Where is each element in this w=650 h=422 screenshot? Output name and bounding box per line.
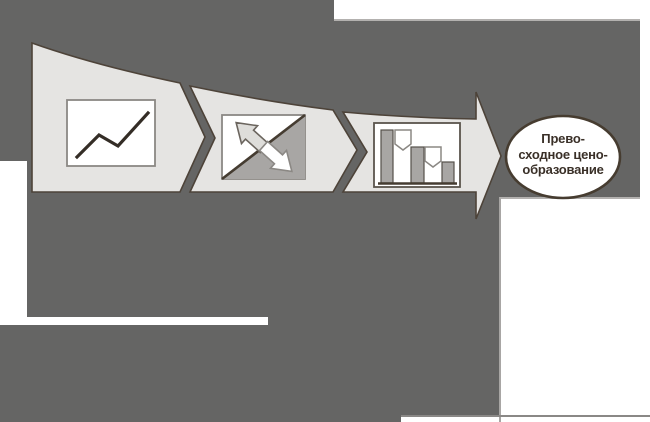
page-margin-bottom-sliver [401,417,499,422]
result-label-line-3: образование [522,162,604,177]
price-tag-2 [424,146,442,168]
line-chart-icon [66,99,156,167]
result-label-line-1: Прево- [541,131,585,146]
bar-3 [441,161,455,184]
bar-chart-price-tags-icon [373,122,461,188]
result-ellipse [504,114,622,200]
page-margin-right [640,19,650,422]
price-tag-1 [394,129,412,151]
arrow-down-right-icon [258,140,293,173]
page-margin-left [0,161,27,325]
arrow-up-left-icon [235,121,270,154]
bar-2 [410,146,425,184]
result-label: Прево- сходное цено- образование [505,131,621,178]
page-margin-strip [0,317,268,325]
exchange-arrows-icon [221,113,306,181]
bar-1 [380,129,394,184]
page-margin-top [334,0,650,21]
page-margin-bottom-right [499,197,650,422]
result-label-line-2: сходное цено- [518,146,608,162]
page-rule-line [401,415,650,417]
